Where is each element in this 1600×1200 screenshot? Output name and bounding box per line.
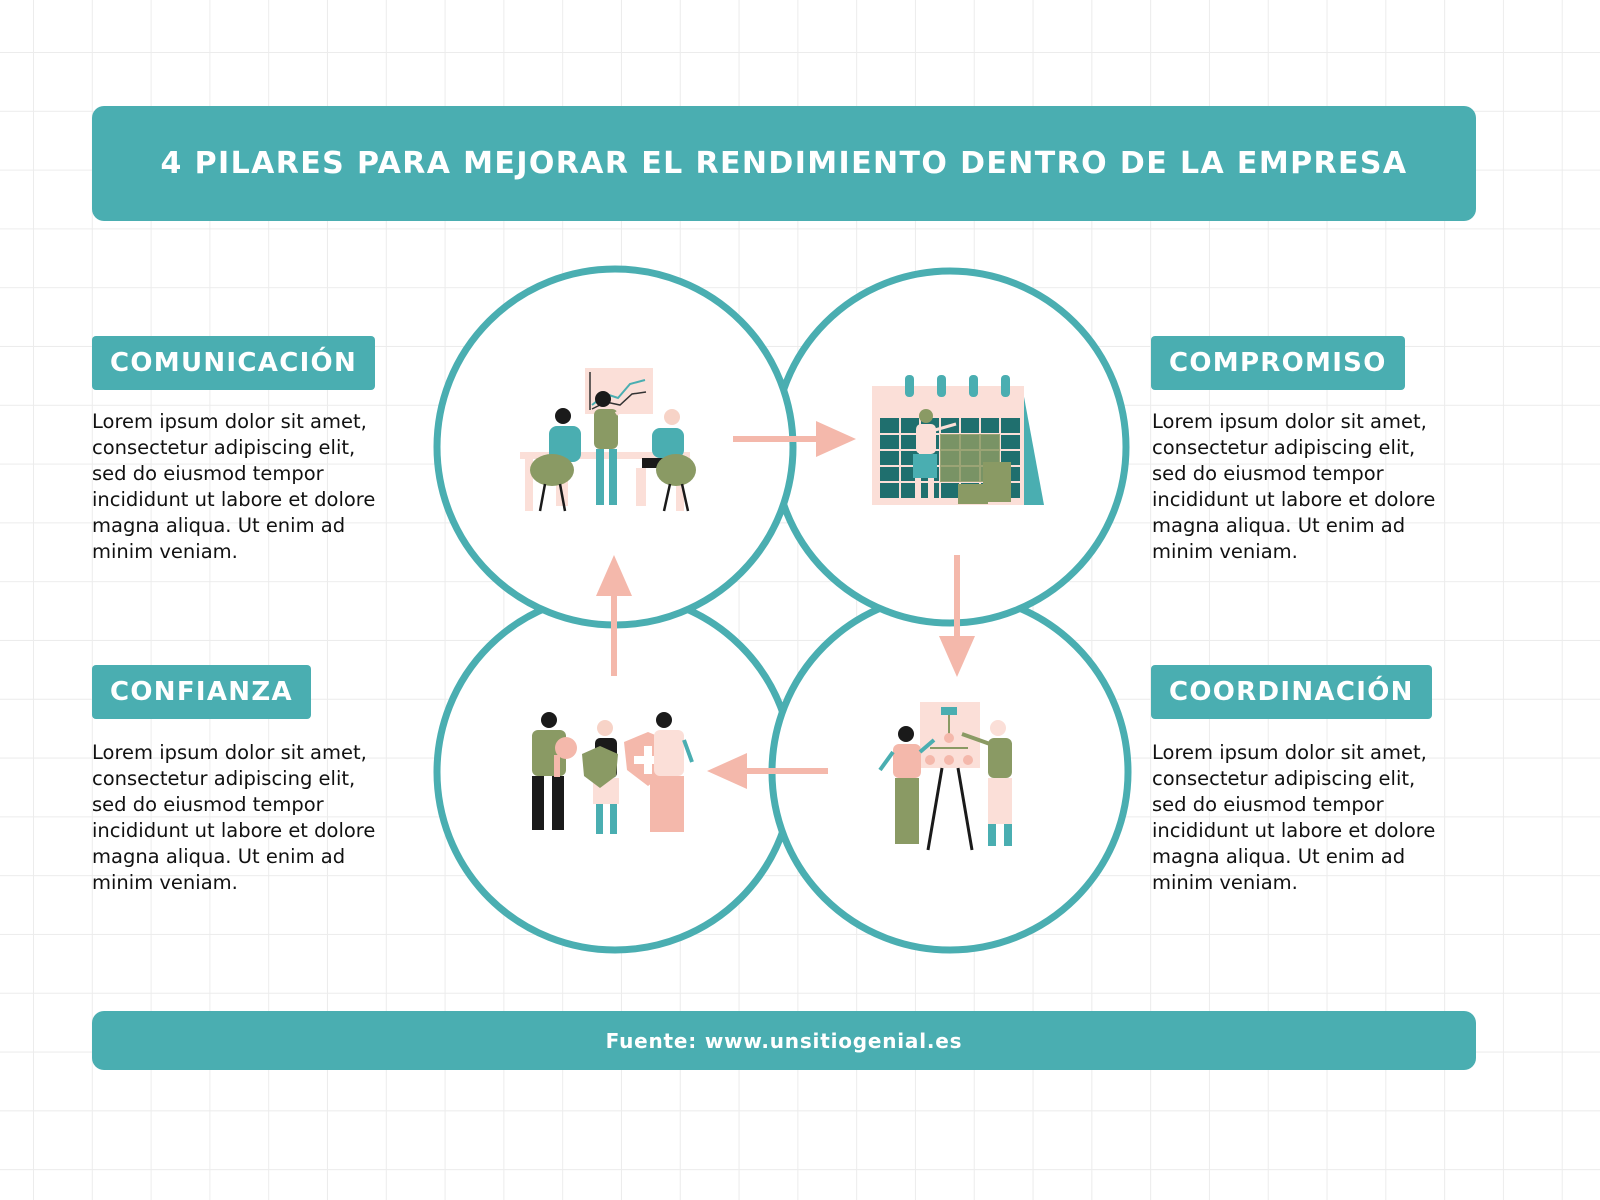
source-text: Fuente: www.unsitiogenial.es <box>605 1028 963 1053</box>
pillar-label-coordinacion: COORDINACIÓN <box>1151 665 1432 719</box>
pillar-description-confianza: Lorem ipsum dolor sit amet, consectetur … <box>92 741 376 894</box>
flowchart-presentation-illustration <box>878 702 1012 851</box>
pillar-label-comunicacion: COMUNICACIÓN <box>92 336 376 390</box>
team-meeting-illustration <box>520 368 696 512</box>
pillar-description-coordinacion: Lorem ipsum dolor sit amet, consectetur … <box>1152 741 1436 894</box>
pillar-label-text: COMPROMISO <box>1169 348 1387 378</box>
pillar-label-text: CONFIANZA <box>110 677 293 707</box>
pillars-cycle-diagram <box>433 265 1132 954</box>
flow-arrows <box>596 421 975 789</box>
pillar-description-comunicacion: Lorem ipsum dolor sit amet, consectetur … <box>92 410 376 563</box>
arrow-down-icon <box>939 555 975 677</box>
page-title: 4 PILARES PARA MEJORAR EL RENDIMIENTO DE… <box>160 146 1408 181</box>
arrow-right-icon <box>733 421 856 457</box>
pillar-label-compromiso: COMPROMISO <box>1151 336 1405 390</box>
source-footer: Fuente: www.unsitiogenial.es <box>92 1011 1476 1070</box>
security-trust-illustration <box>532 712 694 834</box>
calendar-planning-illustration <box>872 375 1044 505</box>
pillar-label-text: COORDINACIÓN <box>1169 677 1414 707</box>
pillar-description-compromiso: Lorem ipsum dolor sit amet, consectetur … <box>1152 410 1436 563</box>
pillar-label-confianza: CONFIANZA <box>92 665 311 719</box>
title-banner: 4 PILARES PARA MEJORAR EL RENDIMIENTO DE… <box>92 106 1476 221</box>
arrow-left-icon <box>707 753 828 789</box>
pillar-label-text: COMUNICACIÓN <box>110 348 358 378</box>
pillar-circles <box>433 265 1132 954</box>
arrow-up-icon <box>596 555 632 676</box>
